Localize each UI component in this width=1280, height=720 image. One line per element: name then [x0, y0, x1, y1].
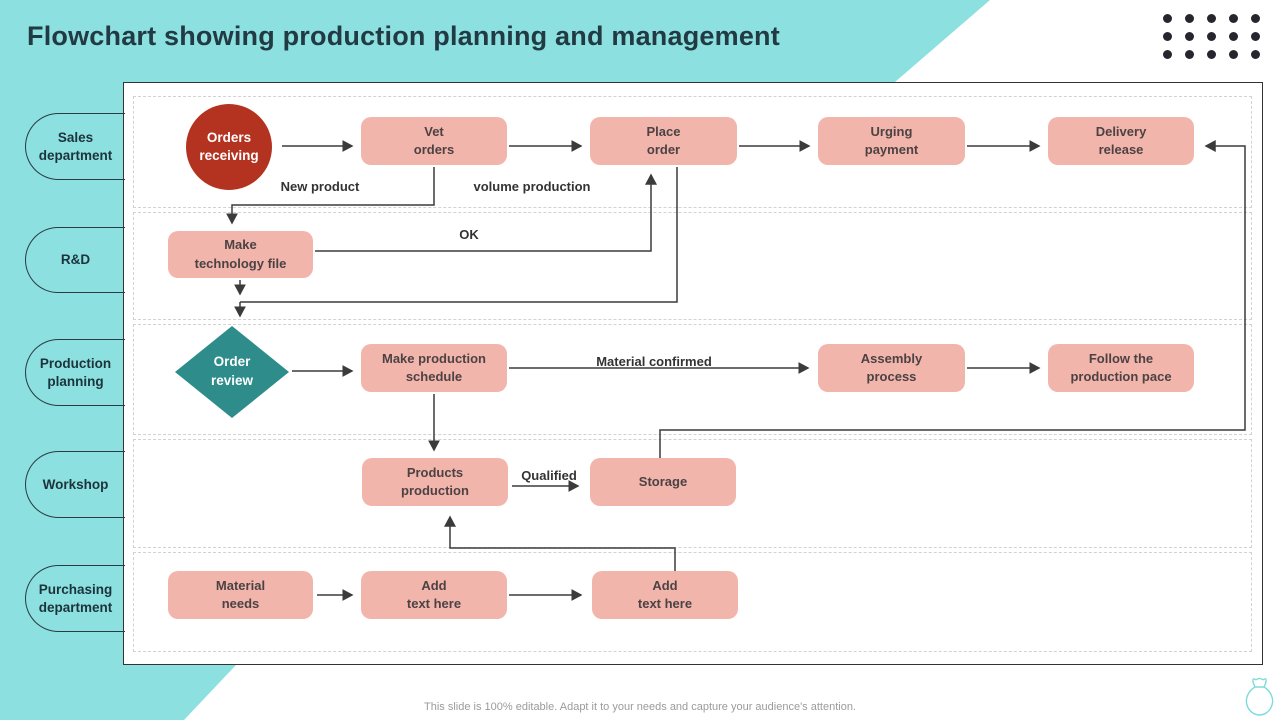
edge-label-qualified: Qualified	[521, 468, 577, 483]
dots-decoration-icon	[1163, 14, 1260, 59]
node-follow-production-pace[interactable]: Follow the production pace	[1048, 344, 1194, 392]
edge-label-material-confirmed: Material confirmed	[596, 354, 712, 369]
lane-label-purchasing-department[interactable]: Purchasing department	[25, 565, 125, 632]
lane-label-production-planning[interactable]: Production planning	[25, 339, 125, 406]
lane-label-rnd[interactable]: R&D	[25, 227, 125, 293]
node-material-needs[interactable]: Material needs	[168, 571, 313, 619]
lane-label-sales-department[interactable]: Sales department	[25, 113, 125, 180]
edge-label-volume-production: volume production	[473, 179, 591, 194]
node-storage[interactable]: Storage	[590, 458, 736, 506]
node-add-text-1[interactable]: Add text here	[361, 571, 507, 619]
footer-note: This slide is 100% editable. Adapt it to…	[424, 701, 856, 713]
node-make-production-schedule[interactable]: Make production schedule	[361, 344, 507, 392]
node-delivery-release[interactable]: Delivery release	[1048, 117, 1194, 165]
node-urging-payment[interactable]: Urging payment	[818, 117, 965, 165]
node-vet-orders[interactable]: Vet orders	[361, 117, 507, 165]
money-bag-icon	[1245, 677, 1274, 716]
edge-label-ok: OK	[459, 227, 479, 242]
page-title: Flowchart showing production planning an…	[27, 21, 780, 51]
lane-label-workshop[interactable]: Workshop	[25, 451, 125, 518]
node-assembly-process[interactable]: Assembly process	[818, 344, 965, 392]
node-products-production[interactable]: Products production	[362, 458, 508, 506]
edge-label-new-product: New product	[280, 179, 360, 194]
node-place-order[interactable]: Place order	[590, 117, 737, 165]
node-add-text-2[interactable]: Add text here	[592, 571, 738, 619]
node-orders-receiving[interactable]: Orders receiving	[186, 104, 272, 190]
lane-row-purchasing	[133, 552, 1252, 652]
node-make-technology-file[interactable]: Make technology file	[168, 231, 313, 278]
